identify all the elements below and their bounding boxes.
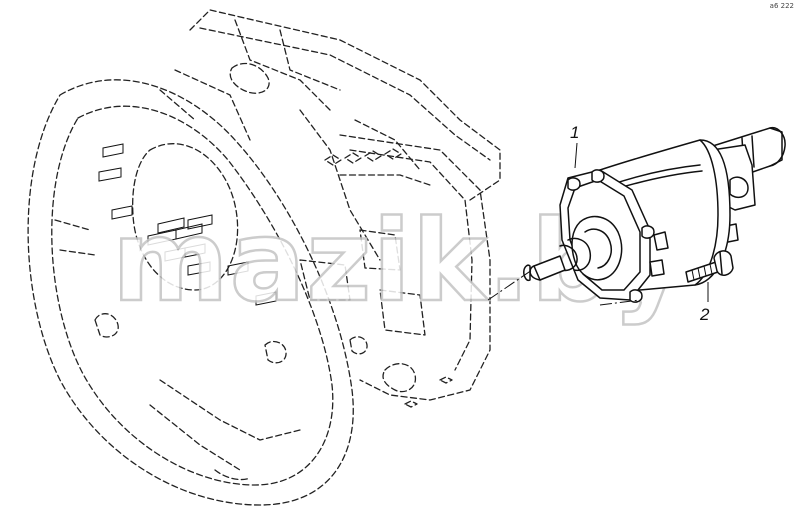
assembly-axis-line-rear (599, 299, 641, 306)
callout-1: 1 (570, 123, 579, 169)
leader-line-1 (574, 142, 578, 169)
bolt-part-2 (685, 250, 734, 283)
callout-label-2: 2 (699, 305, 710, 324)
callout-label-1: 1 (570, 123, 579, 142)
housing-studs (98, 143, 277, 306)
corner-code: a6 222 (769, 2, 794, 10)
clutch-booster-part-1 (523, 127, 786, 303)
callout-2: 2 (699, 282, 710, 324)
gearbox-housing (27, 9, 501, 506)
assembly-axis-line (487, 269, 533, 301)
